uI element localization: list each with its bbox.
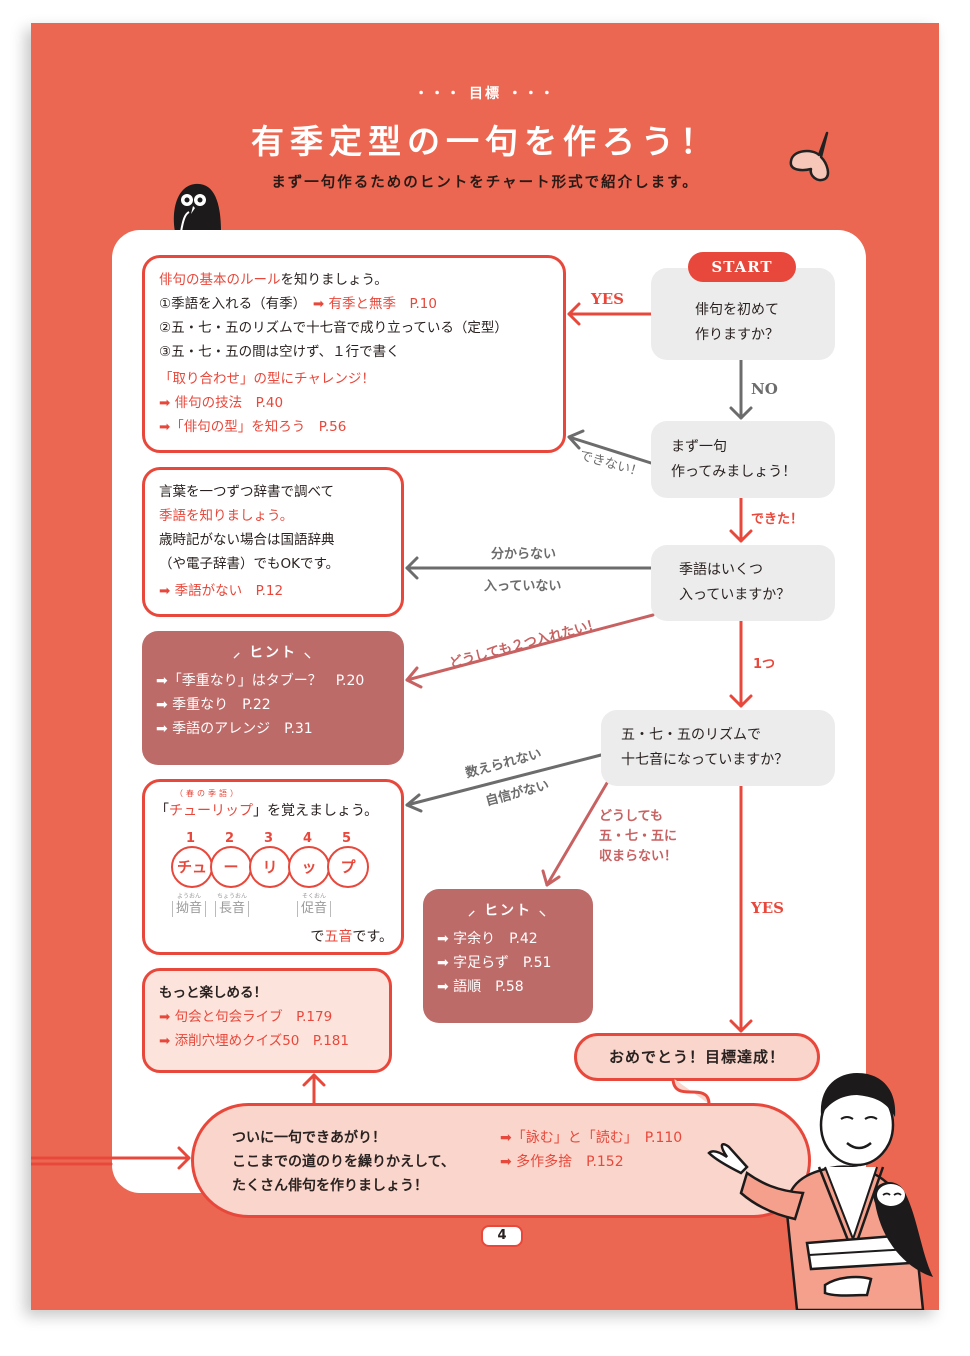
box-more-fun: もっと楽しめる！ ➡ 句会と句会ライブ P.179 ➡ 添削穴埋めクイズ50 P… bbox=[142, 968, 392, 1073]
mora-circles: チュ ー リ ッ プ bbox=[171, 846, 369, 888]
link-jiamari[interactable]: ➡ 字余り P.42 bbox=[437, 931, 538, 947]
question-first-haiku-line1: 俳句を初めて bbox=[695, 302, 779, 318]
question-575-line2: 十七音になっていますか？ bbox=[621, 752, 789, 768]
note-sokuon: そくおん 促音 bbox=[297, 893, 332, 917]
link-jitarazu[interactable]: ➡ 字足らず P.51 bbox=[437, 955, 552, 971]
mora-numbers: 1 2 3 4 5 bbox=[185, 831, 352, 846]
link-techniques[interactable]: ➡ 俳句の技法 P.40 bbox=[159, 395, 284, 411]
tulip-word: チューリップ bbox=[169, 803, 253, 819]
ruby-spring-kigo: （春の季語） bbox=[175, 789, 241, 798]
page-title: 有季定型の一句を作ろう！ bbox=[251, 122, 719, 161]
page-lead: まず一句作るためのヒントをチャート形式で紹介します。 bbox=[271, 175, 699, 191]
question-575: 五・七・五のリズムで 十七音になっていますか？ bbox=[601, 710, 835, 786]
note-youon: ようおん 拗音 bbox=[172, 893, 207, 917]
label-one: 1つ bbox=[753, 657, 776, 672]
link-tasaku[interactable]: ➡ 多作多捨 P.152 bbox=[500, 1154, 624, 1170]
question-kigo-line1: 季語はいくつ bbox=[679, 562, 763, 578]
step-try-line1: まず一句 bbox=[671, 439, 727, 455]
link-quiz50[interactable]: ➡ 添削穴埋めクイズ50 P.181 bbox=[159, 1033, 349, 1049]
question-575-line1: 五・七・五のリズムで bbox=[621, 727, 761, 743]
hint-box-rhythm: ⸝ ヒント ⸜ ➡ 字余り P.42 ➡ 字足らず P.51 ➡ 語順 P.58 bbox=[423, 889, 593, 1023]
question-kigo-count: 季語はいくつ 入っていますか？ bbox=[651, 545, 835, 621]
box-haiku-basics: 俳句の基本のルールを知りましょう。 ①季語を入れる（有季） ➡ 有季と無季 P.… bbox=[142, 255, 566, 453]
challenge-text: 「取り合わせ」の型にチャレンジ！ bbox=[159, 371, 375, 387]
page-number: 4 bbox=[481, 1225, 523, 1247]
five-mora-note: で五音です。 bbox=[310, 929, 393, 945]
rule-three: ③五・七・五の間は空けず、１行で書く bbox=[159, 344, 400, 360]
link-kukai-live[interactable]: ➡ 句会と句会ライブ P.179 bbox=[159, 1009, 333, 1025]
link-kigasanari[interactable]: ➡ 季重なり P.22 bbox=[156, 697, 271, 713]
label-yes-575: YES bbox=[751, 899, 784, 917]
rule-two: ②五・七・五のリズムで十七音で成り立っている（定型） bbox=[159, 320, 508, 336]
goal-achieved: おめでとう！目標達成！ bbox=[574, 1033, 820, 1081]
hint-title: ヒント bbox=[249, 645, 297, 661]
step-try-one-haiku: まず一句 作ってみましょう！ bbox=[651, 421, 835, 498]
goal-kicker: ・・・ 目標 ・・・ bbox=[414, 86, 556, 102]
link-forms[interactable]: ➡「俳句の型」を知ろう P.56 bbox=[159, 419, 347, 435]
label-done: できた！ bbox=[751, 512, 804, 527]
link-gojun[interactable]: ➡ 語順 P.58 bbox=[437, 979, 524, 995]
box-haiku-complete: ついに一句できあがり！ ここまでの道のりを繰りかえして、 たくさん俳句を作りまし… bbox=[191, 1103, 811, 1218]
note-chouon: ちょうおん 長音 bbox=[215, 893, 250, 917]
start-badge: START bbox=[688, 252, 796, 282]
label-not-included: 入っていない bbox=[484, 579, 562, 594]
woman-with-owl-illustration bbox=[707, 1073, 933, 1310]
goal-connector bbox=[671, 1078, 711, 1104]
owl-icon bbox=[173, 183, 221, 232]
label-yes-first: YES bbox=[591, 290, 624, 308]
question-first-haiku: 俳句を初めて 作りますか？ bbox=[651, 268, 835, 360]
hint-box-kigo: ⸝ ヒント ⸜ ➡「季重なり」はタブー？ P.20 ➡ 季重なり P.22 ➡ … bbox=[142, 631, 404, 765]
link-no-kigo[interactable]: ➡ 季語がない P.12 bbox=[159, 583, 284, 599]
box-tulip-count: （春の季語） 「チューリップ」を覚えましょう。 1 2 3 4 5 チュ ー リ… bbox=[142, 779, 404, 955]
label-no-first: NO bbox=[751, 380, 778, 398]
question-first-haiku-line2: 作りますか？ bbox=[695, 327, 779, 343]
link-yuki-muki[interactable]: ➡ 有季と無季 P.10 bbox=[312, 296, 437, 312]
link-kigasanari-taboo[interactable]: ➡「季重なり」はタブー？ P.20 bbox=[156, 673, 365, 689]
link-yomu[interactable]: ➡「詠む」と「読む」 P.110 bbox=[500, 1130, 683, 1146]
link-kigo-arrange[interactable]: ➡ 季語のアレンジ P.31 bbox=[156, 721, 313, 737]
label-overflow: どうしても 五・七・五に 収まらない！ bbox=[599, 809, 678, 864]
page: ・・・ 目標 ・・・ 有季定型の一句を作ろう！ まず一句作るためのヒントをチャー… bbox=[31, 23, 939, 1310]
hint-title: ヒント bbox=[484, 903, 532, 919]
label-dont-know: 分からない bbox=[491, 547, 557, 562]
ginkgo-leaf-icon bbox=[789, 131, 830, 182]
step-try-line2: 作ってみましょう！ bbox=[671, 464, 797, 480]
more-fun-title: もっと楽しめる！ bbox=[159, 985, 267, 1001]
box-learn-kigo: 言葉を一つずつ辞書で調べて 季語を知りましょう。 歳時記がない場合は国語辞典 （… bbox=[142, 467, 404, 617]
question-kigo-line2: 入っていますか？ bbox=[679, 587, 791, 603]
